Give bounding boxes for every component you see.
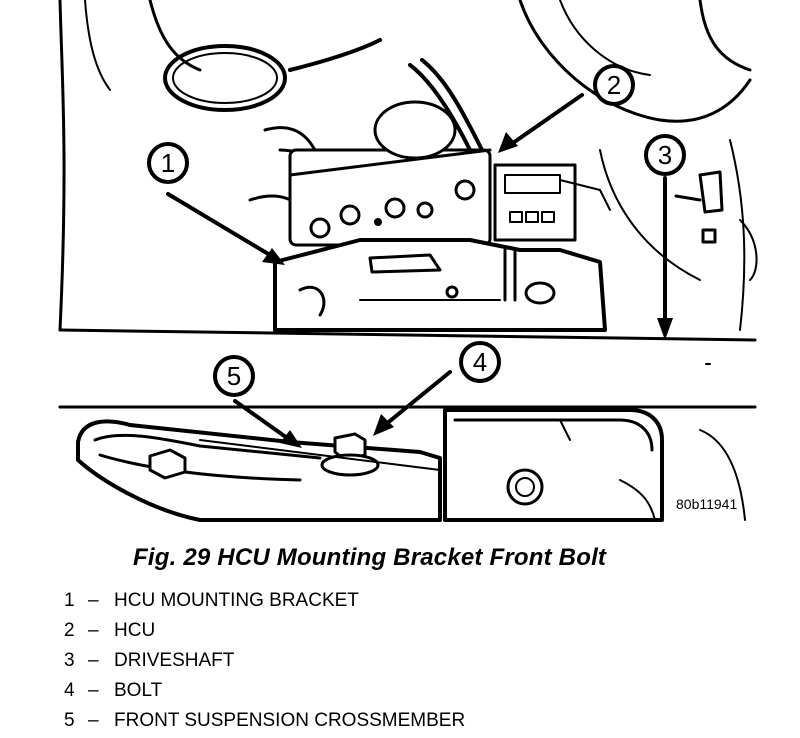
engine-compartment-outline [58,0,752,332]
legend-item: 5 – FRONT SUSPENSION CROSSMEMBER [64,706,465,736]
front-suspension-crossmember [76,408,746,522]
callout-1: 1 [147,142,189,184]
legend-number: 2 [64,620,75,641]
hcu-body [288,100,611,247]
legend-label: BOLT [114,680,163,701]
legend-dash: – [88,680,99,701]
hcu-bracket-illustration: 1 2 3 4 5 [58,0,758,522]
legend-number: 3 [64,650,75,671]
legend-list: 1 – HCU MOUNTING BRACKET 2 – HCU 3 – DRI… [64,586,465,736]
legend-item: 2 – HCU [64,616,465,646]
callout-5-number: 5 [227,361,241,391]
callout-4-number: 4 [473,347,487,377]
figure-caption: Fig. 29 HCU Mounting Bracket Front Bolt [133,544,607,571]
legend-item: 4 – BOLT [64,676,465,706]
bolt [148,432,441,480]
callout-5: 5 [213,355,255,397]
legend-number: 5 [64,710,75,731]
callout-1-number: 1 [161,148,175,178]
legend-number: 1 [64,590,75,611]
legend-item: 1 – HCU MOUNTING BRACKET [64,586,465,616]
legend-number: 4 [64,680,75,701]
legend-item: 3 – DRIVESHAFT [64,646,465,676]
legend-label: HCU MOUNTING BRACKET [114,590,359,611]
callout-4: 4 [459,341,501,383]
figure-code: 80b11941 [676,496,738,512]
driveshaft [58,328,757,409]
hcu-mounting-bracket [273,238,607,332]
callout-2: 2 [593,64,635,106]
callout-arrows [166,93,673,448]
legend-dash: – [88,620,99,641]
callout-2-number: 2 [607,70,621,100]
legend-label: DRIVESHAFT [114,650,235,671]
legend-dash: – [88,710,99,731]
callout-3-number: 3 [658,140,672,170]
side-fastener [674,170,758,281]
legend-label: FRONT SUSPENSION CROSSMEMBER [114,710,466,731]
legend-dash: – [88,650,99,671]
callout-3: 3 [644,134,686,176]
legend-dash: – [88,590,99,611]
legend-label: HCU [114,620,156,641]
